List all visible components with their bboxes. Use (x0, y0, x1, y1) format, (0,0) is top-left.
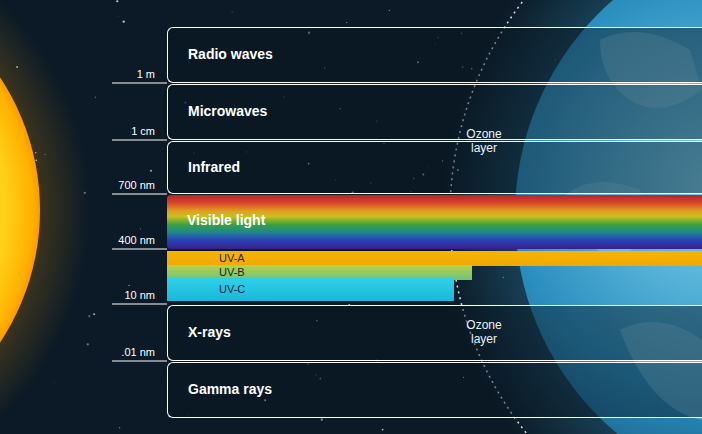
spectrum-band: Gamma rays (167, 362, 702, 418)
band-title: Radio waves (188, 46, 273, 62)
spectrum-band: X-rays (167, 305, 702, 361)
uv-band: UV-C (167, 278, 454, 301)
wavelength-label: 1 m (137, 68, 155, 80)
scale-ticks (112, 83, 167, 361)
visible-light-band: Visible light (167, 195, 702, 249)
band-title: Visible light (187, 212, 265, 228)
uv-band: UV-A (167, 251, 702, 266)
wavelength-label: .01 nm (121, 346, 155, 358)
band-title: Infrared (188, 159, 240, 175)
sun-glow (0, 0, 90, 434)
wavelength-label: 10 nm (124, 289, 155, 301)
wavelength-label: 700 nm (118, 179, 155, 191)
band-label: UV-C (219, 284, 245, 295)
wavelength-label: 1 cm (131, 125, 155, 137)
band-title: X-rays (188, 324, 231, 340)
wavelength-label: 400 nm (118, 234, 155, 246)
spectrum-band: Infrared (167, 141, 702, 194)
band-title: Gamma rays (188, 381, 272, 397)
ozone-label: Ozone layer (456, 128, 512, 156)
band-label: UV-A (219, 253, 245, 264)
band-label: UV-B (219, 267, 245, 278)
spectrum-band: Radio waves (167, 27, 702, 83)
sun (0, 0, 40, 434)
spectrum-band: Microwaves (167, 84, 702, 140)
ozone-label: Ozone layer (456, 319, 512, 347)
band-title: Microwaves (188, 103, 267, 119)
